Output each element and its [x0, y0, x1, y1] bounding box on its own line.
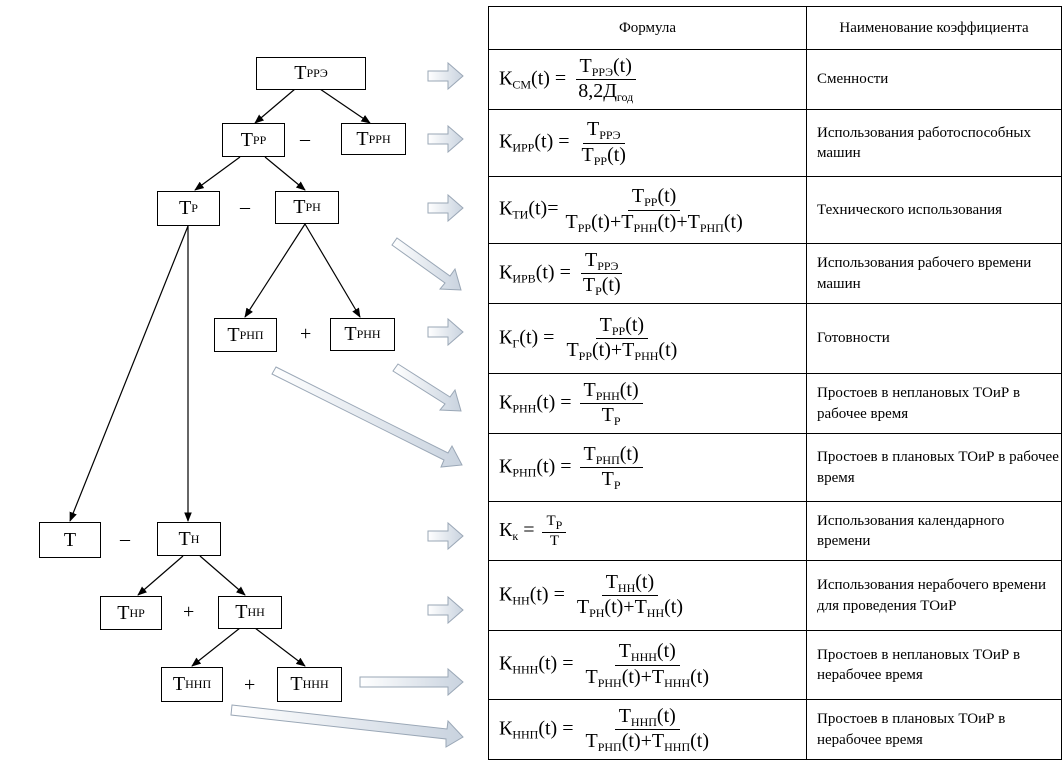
header-formula: Формула	[488, 6, 807, 50]
edge-tnn-tnnp	[191, 627, 241, 667]
op-minus-1: –	[300, 128, 310, 150]
formula-krnn: КРНН(t) = ТРНН(t)ТР	[488, 373, 807, 434]
table-row: КРНП(t) = ТРНП(t)ТР Простоев в плановых …	[488, 433, 1062, 502]
arrow-row-8	[427, 521, 464, 551]
edge-trr-trn	[264, 156, 306, 191]
name-cell: Простоев в плановых ТОиР в нерабочее вре…	[806, 699, 1062, 760]
decomposition-tree-lines	[69, 61, 464, 748]
arrow-row-5	[427, 317, 464, 347]
arrow-row-9	[427, 595, 464, 625]
op-plus-2: +	[183, 601, 195, 623]
name-cell: Готовности	[806, 303, 1062, 374]
table-row: КРНН(t) = ТРНН(t)ТР Простоев в неплановы…	[488, 373, 1062, 434]
table-header-row: Формула Наименование коэффициента	[488, 6, 1062, 50]
name-cell: Простоев в неплановых ТОиР в рабочее вре…	[806, 373, 1062, 434]
name-cell: Использования работоспособных машин	[806, 109, 1062, 177]
table-row: КНН(t) = ТНН(t)ТРН(t)+ТНН(t) Использован…	[488, 560, 1062, 631]
op-plus-1: +	[300, 323, 312, 345]
coefficient-table: Формула Наименование коэффициента КСМ(t)…	[488, 6, 1062, 760]
edge-trn-trnp	[244, 223, 306, 318]
table-row: КГ(t) = ТРР(t)ТРР(t)+ТРНН(t) Готовности	[488, 303, 1062, 374]
arrow-diag-trn-row4	[391, 237, 462, 291]
name-cell: Простоев в плановых ТОиР в рабочее время	[806, 433, 1062, 502]
edge-tn-tnr	[137, 555, 184, 596]
formula-knn: КНН(t) = ТНН(t)ТРН(t)+ТНН(t)	[488, 560, 807, 631]
edge-trre-trrn	[319, 88, 371, 124]
header-name: Наименование коэффициента	[806, 6, 1062, 50]
name-cell: Простоев в неплановых ТОиР в нерабочее в…	[806, 630, 1062, 700]
op-minus-2: –	[240, 196, 250, 218]
table-row: КТИ(t)=ТРР(t)ТРР(t)+ТРНН(t)+ТРНП(t) Техн…	[488, 176, 1062, 244]
table-row: КННН(t) = ТННН(t)ТРНН(t)+ТННН(t) Простое…	[488, 630, 1062, 700]
name-cell: Использования календарного времени	[806, 501, 1062, 561]
edge-tr-t	[69, 225, 189, 522]
op-minus-3: –	[120, 528, 130, 550]
table-row: КННП(t) = ТННП(t)ТРНП(t)+ТННП(t) Простое…	[488, 699, 1062, 760]
arrow-diag-trnp-row7	[271, 366, 463, 468]
formula-knnn: КННН(t) = ТННН(t)ТРНН(t)+ТННН(t)	[488, 630, 807, 700]
table-row: КСМ(t) = ТРРЭ(t)8,2Дгод Сменности	[488, 49, 1062, 110]
formula-knnp: КННП(t) = ТННП(t)ТРНП(t)+ТННП(t)	[488, 699, 807, 760]
arrow-diag-tnnp-row11	[230, 704, 464, 748]
edge-trre-trr	[254, 88, 296, 124]
edge-tnn-tnnn	[254, 627, 306, 667]
op-plus-3: +	[244, 674, 256, 696]
name-cell: Использования нерабочего времени для про…	[806, 560, 1062, 631]
formula-kg: КГ(t) = ТРР(t)ТРР(t)+ТРНН(t)	[488, 303, 807, 374]
name-cell: Использования рабочего времени машин	[806, 243, 1062, 304]
edge-tn-tnn	[199, 555, 246, 596]
arrow-row-3	[427, 193, 464, 223]
arrow-diag-trnn-row6	[392, 363, 462, 412]
arrow-row-2	[427, 124, 464, 154]
arrow-row-10	[359, 667, 464, 697]
edge-trr-tr	[194, 156, 241, 191]
formula-krnp: КРНП(t) = ТРНП(t)ТР	[488, 433, 807, 502]
node-t: Т	[39, 522, 101, 558]
arrow-row-1	[427, 61, 464, 91]
formula-ksm: КСМ(t) = ТРРЭ(t)8,2Дгод	[488, 49, 807, 110]
name-cell: Технического использования	[806, 176, 1062, 244]
formula-kti: КТИ(t)=ТРР(t)ТРР(t)+ТРНН(t)+ТРНП(t)	[488, 176, 807, 244]
name-cell: Сменности	[806, 49, 1062, 110]
edge-trn-trnn	[304, 223, 361, 318]
